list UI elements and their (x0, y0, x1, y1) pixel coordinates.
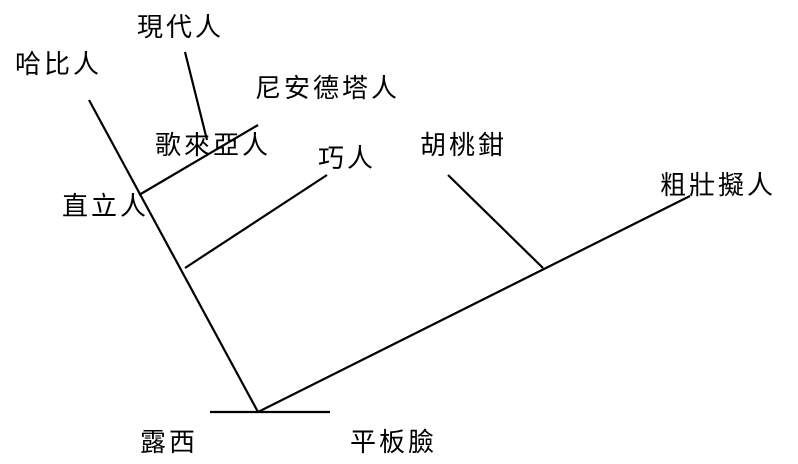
robustus-branch (257, 195, 691, 413)
label-modern-human: 現代人 (137, 13, 225, 43)
label-habilis: 巧人 (318, 144, 377, 174)
hobbit-branch (88, 99, 259, 413)
label-hobbit: 哈比人 (15, 50, 103, 80)
habilis-branch (184, 174, 328, 269)
label-robustus: 粗壯擬人 (660, 171, 777, 201)
nutcracker-branch (447, 174, 544, 269)
modern-human-branch (183, 51, 209, 141)
label-goliath: 歌來亞人 (155, 131, 272, 161)
neanderthal-branch (138, 124, 259, 196)
label-erectus: 直立人 (62, 192, 150, 222)
label-nutcracker: 胡桃鉗 (420, 131, 508, 161)
label-lucy: 露西 (140, 428, 199, 458)
label-neanderthal: 尼安德塔人 (255, 74, 401, 104)
label-flatface: 平板臉 (350, 428, 438, 458)
